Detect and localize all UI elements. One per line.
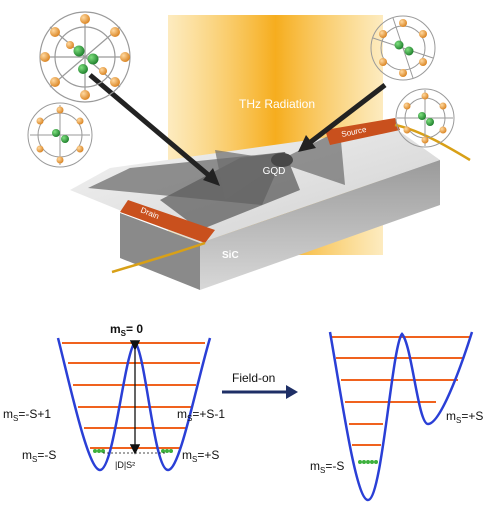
pointer-arrowhead-left <box>203 168 220 186</box>
device-illustration: THz Radiation GQD Drain Source SiC <box>70 15 471 290</box>
right-spin-dots <box>358 460 378 464</box>
field-on-label: Field-on <box>232 371 275 385</box>
pointer-arrow-left <box>88 73 214 180</box>
right-bottom-ms-label: mS=+S <box>182 448 219 464</box>
field-on-transition: Field-on <box>222 371 298 399</box>
right-mid-ms-label: mS=+S-1 <box>177 407 225 423</box>
drain-wire <box>111 241 206 274</box>
right-double-well: mS=+S mS=-S <box>310 331 483 502</box>
right-well-curve <box>328 331 474 502</box>
substrate-left-face <box>120 213 200 290</box>
gqd-label: GQD <box>263 166 286 177</box>
top-ms-label: mS= 0 <box>110 322 143 338</box>
thz-radiation-label: THz Radiation <box>239 97 315 111</box>
barrier-height-label: |D|S² <box>115 460 135 470</box>
molecule-cluster-small-left <box>27 102 93 168</box>
molecule-cluster-right <box>395 88 455 148</box>
drain-electrode <box>120 200 215 243</box>
field-on-arrowhead <box>286 385 298 399</box>
pointer-arrow-right <box>306 83 387 146</box>
right-well-plus-s-label: mS=+S <box>446 409 483 425</box>
left-spin-dots-a <box>93 449 105 453</box>
left-double-well: mS= 0 mS=-S+1 mS=+S-1 mS=-S mS=+S |D|S² <box>3 322 225 472</box>
pointer-arrowhead-right <box>298 135 316 152</box>
left-mid-ms-label: mS=-S+1 <box>3 407 51 423</box>
right-well-minus-s-label: mS=-S <box>310 459 344 475</box>
substrate-front-face <box>200 160 440 290</box>
source-wire <box>394 123 471 162</box>
left-bottom-ms-label: mS=-S <box>22 448 56 464</box>
left-spin-dots-b <box>161 449 173 453</box>
molecule-cluster-top-right <box>370 15 436 81</box>
quantum-dot <box>271 153 293 167</box>
sic-label: SiC <box>222 250 239 261</box>
source-electrode <box>325 118 400 145</box>
left-well-levels <box>62 342 205 449</box>
molecule-cluster-large <box>39 11 131 103</box>
